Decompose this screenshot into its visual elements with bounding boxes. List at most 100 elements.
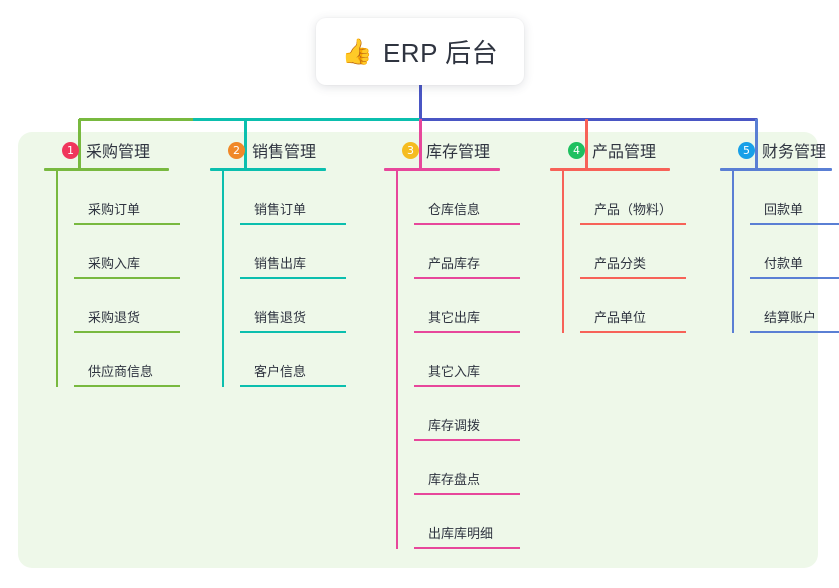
branch-item[interactable]: 采购入库 [74,225,180,279]
branch-item-underline [750,331,839,333]
branch-spine [222,171,224,387]
branch-item-label: 产品分类 [594,256,647,271]
branch-header-2[interactable]: 2 销售管理 [206,132,371,168]
branch-item[interactable]: 产品库存 [414,225,520,279]
branch-item[interactable]: 库存调拨 [414,387,520,441]
branch-item-underline [240,385,346,387]
branch-item-label: 客户信息 [254,364,307,379]
branch-item-underline [240,277,346,279]
branch-item-underline [74,223,180,225]
branch-item-label: 库存调拨 [428,418,481,433]
branch-item-underline [414,547,520,549]
branch-header-5[interactable]: 5 财务管理 [716,132,839,168]
root-node[interactable]: 👍 ERP 后台 [316,18,524,85]
branch-item[interactable]: 付款单 [750,225,839,279]
branch-item-label: 回款单 [764,202,804,217]
branch-item-underline [580,331,686,333]
branch-item-list: 产品（物料） 产品分类产品单位 [562,171,711,333]
branch-column-5: 5 财务管理回款单付款单结算账户 [716,132,839,333]
branch-title: 财务管理 [762,144,827,161]
branch-item-underline [74,385,180,387]
branch-title: 库存管理 [426,144,491,161]
branch-item-label: 采购入库 [88,256,141,271]
branch-underline [720,168,832,171]
branch-item-label: 出库库明细 [428,526,494,541]
branch-number-badge: 1 [62,141,79,159]
branch-column-3: 3 库存管理仓库信息产品库存其它出库其它入库库存调拨库存盘点出库库明细 [380,132,545,549]
branch-header-1[interactable]: 1 采购管理 [40,132,205,168]
branch-item[interactable]: 其它出库 [414,279,520,333]
branch-item-label: 产品库存 [428,256,481,271]
branch-spine [396,171,398,549]
branch-item-label: 销售退货 [254,310,307,325]
branch-item[interactable]: 销售出库 [240,225,346,279]
branch-number-badge: 5 [738,141,755,159]
branch-item-underline [580,223,686,225]
branch-item[interactable]: 供应商信息 [74,333,180,387]
branch-item[interactable]: 客户信息 [240,333,346,387]
branch-number-badge: 2 [228,141,245,159]
branch-item-underline [750,277,839,279]
branch-item-underline [414,223,520,225]
branch-item-list: 采购订单采购入库采购退货供应商信息 [56,171,205,387]
branch-item-label: 产品单位 [594,310,647,325]
branch-header-3[interactable]: 3 库存管理 [380,132,545,168]
branch-item-label: 销售出库 [254,256,307,271]
branch-item-list: 销售订单销售出库销售退货客户信息 [222,171,371,387]
root-title: ERP 后台 [382,38,499,68]
branch-column-1: 1 采购管理采购订单采购入库采购退货供应商信息 [40,132,205,387]
branch-item-underline [240,331,346,333]
branch-item[interactable]: 产品单位 [580,279,686,333]
content-panel [18,132,818,568]
branch-spine [732,171,734,333]
branch-item-underline [74,331,180,333]
branch-title: 销售管理 [252,144,317,161]
branch-item[interactable]: 仓库信息 [414,171,520,225]
thumbs-up-icon: 👍 [341,38,373,66]
branch-column-2: 2 销售管理销售订单销售出库销售退货客户信息 [206,132,371,387]
branch-item[interactable]: 其它入库 [414,333,520,387]
branch-item-underline [240,223,346,225]
branch-item[interactable]: 库存盘点 [414,441,520,495]
branch-number-badge: 3 [402,141,419,159]
branch-item-underline [414,439,520,441]
branch-item-label: 采购退货 [88,310,141,325]
branch-title: 采购管理 [86,144,151,161]
branch-underline [44,168,169,171]
branch-item[interactable]: 销售退货 [240,279,346,333]
branch-item-underline [414,277,520,279]
branch-item-label: 库存盘点 [428,472,481,487]
branch-item[interactable]: 产品分类 [580,225,686,279]
branch-underline [210,168,326,171]
branch-item[interactable]: 结算账户 [750,279,839,333]
branch-item-underline [750,223,839,225]
branch-item-list: 仓库信息产品库存其它出库其它入库库存调拨库存盘点出库库明细 [396,171,545,549]
branch-item[interactable]: 销售订单 [240,171,346,225]
branch-item-underline [414,493,520,495]
branch-item-underline [580,277,686,279]
branch-item[interactable]: 回款单 [750,171,839,225]
branch-underline [384,168,500,171]
branch-item[interactable]: 产品（物料） [580,171,686,225]
branch-item-label: 仓库信息 [428,202,481,217]
branch-item-label: 供应商信息 [88,364,154,379]
branch-item-underline [414,331,520,333]
branch-columns: 1 采购管理采购订单采购入库采购退货供应商信息 2 销售管理销售订单销售出库销售退货客… [18,132,839,568]
branch-item-label: 销售订单 [254,202,307,217]
branch-item-underline [414,385,520,387]
branch-spine [56,171,58,387]
branch-title: 产品管理 [592,144,657,161]
branch-item-label: 产品（物料） [594,202,673,217]
branch-item-label: 其它入库 [428,364,481,379]
branch-item[interactable]: 采购退货 [74,279,180,333]
branch-spine [562,171,564,333]
branch-item[interactable]: 出库库明细 [414,495,520,549]
branch-item-label: 付款单 [764,256,804,271]
branch-item[interactable]: 采购订单 [74,171,180,225]
branch-item-underline [74,277,180,279]
branch-item-label: 其它出库 [428,310,481,325]
branch-item-label: 结算账户 [764,310,817,325]
